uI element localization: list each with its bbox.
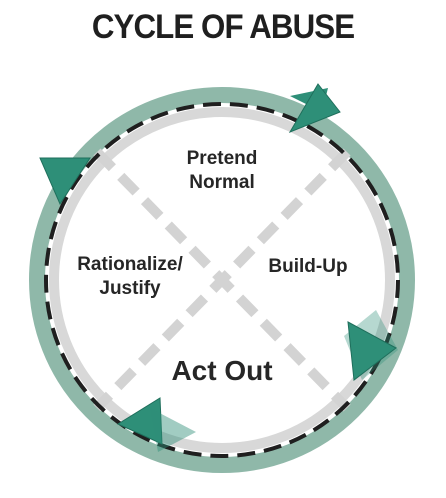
arrow-top-right — [288, 83, 341, 134]
label-normal: Normal — [189, 172, 254, 193]
cross-line-right — [93, 148, 351, 412]
arrow-top-left — [39, 157, 91, 206]
arrow-bottom-right — [344, 310, 398, 381]
label-pretend: Pretend — [187, 148, 258, 169]
outer-ring — [29, 87, 415, 473]
diagram-title: CYCLE OF ABUSE — [91, 8, 355, 46]
label-build-up: Build-Up — [268, 256, 347, 277]
dashed-cycle — [44, 102, 400, 458]
label-rationalize: Rationalize/ — [77, 254, 183, 275]
label-act-out: Act Out — [171, 355, 272, 386]
arrow-bottom-left — [116, 397, 196, 452]
label-justify: Justify — [99, 278, 161, 299]
